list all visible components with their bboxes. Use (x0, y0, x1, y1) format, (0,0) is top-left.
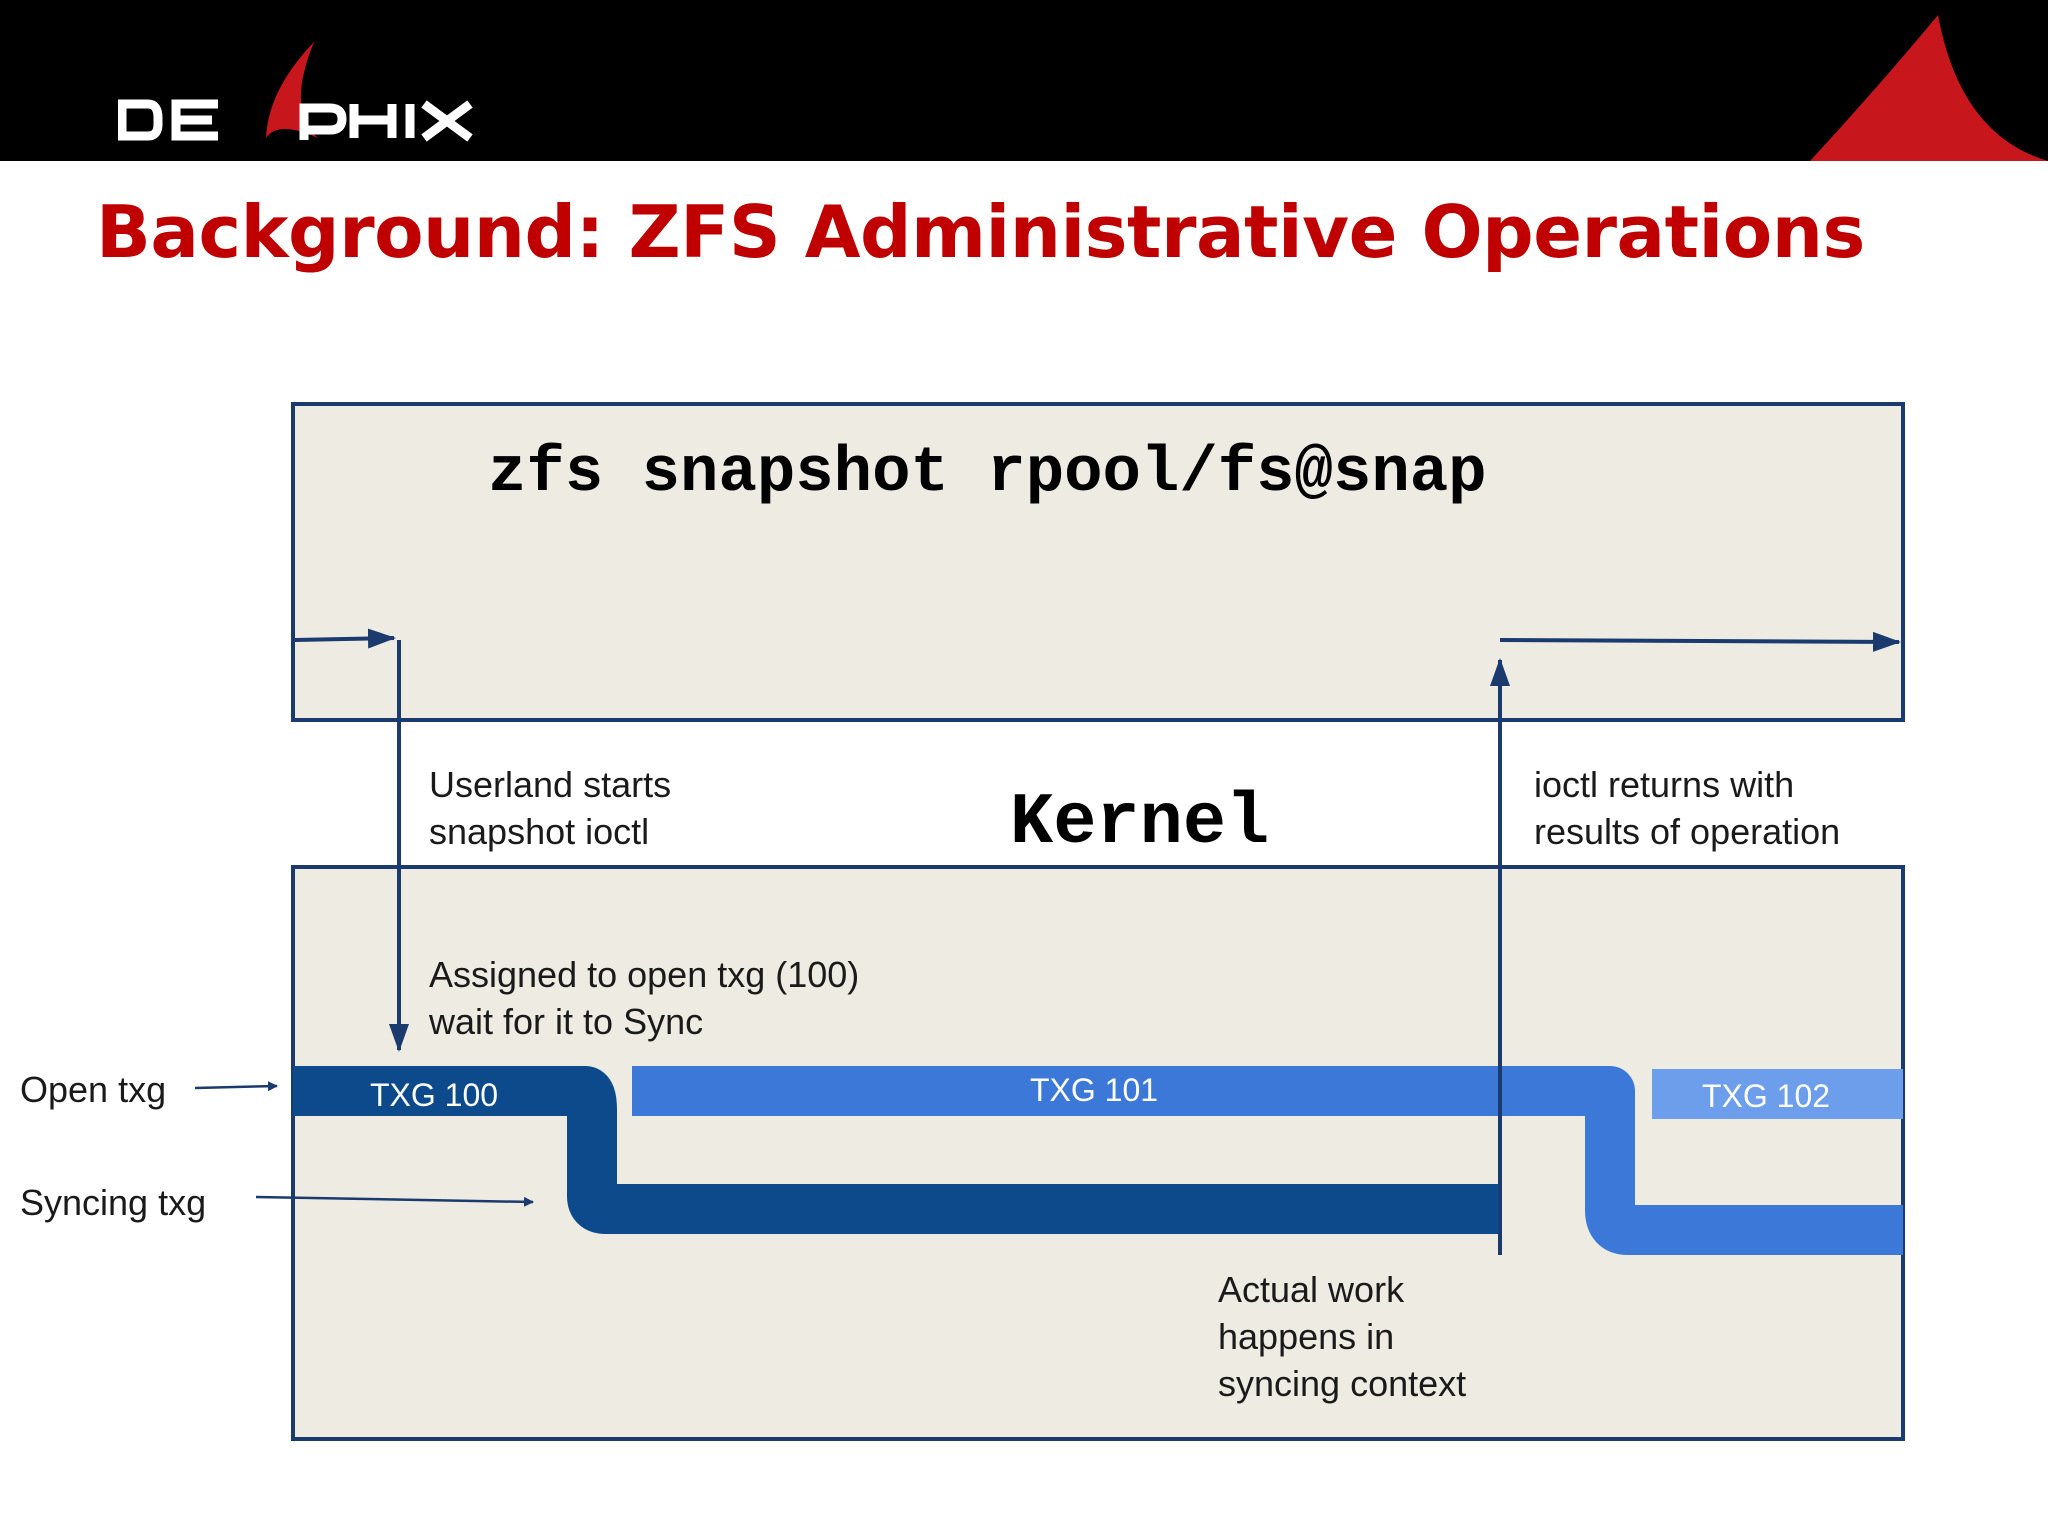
ioctl-returns-note: ioctl returns with results of operation (1534, 764, 1840, 852)
txg101-label: TXG 101 (1030, 1072, 1158, 1108)
txg100-track (293, 1066, 1500, 1234)
txg101-track (632, 1066, 1903, 1255)
header-bar (0, 0, 2048, 161)
kernel-label: Kernel (1010, 782, 1269, 864)
syncing-txg-arrow (255, 1195, 534, 1207)
return-out-arrow (1499, 631, 1901, 652)
entry-arrow (294, 628, 396, 649)
open-txg-label: Open txg (20, 1069, 166, 1110)
txg102-bar (1652, 1069, 1903, 1119)
kernel-panel (291, 865, 1905, 1441)
open-txg-arrow (194, 1081, 278, 1092)
command-text: zfs snapshot rpool/fs@snap (488, 438, 1487, 510)
userland-panel (291, 402, 1905, 722)
delphix-logo (118, 42, 473, 142)
assigned-note: Assigned to open txg (100) wait for it t… (428, 954, 869, 1042)
slide-title: Background: ZFS Administrative Operation… (96, 190, 1865, 274)
actual-work-note: Actual work happens in syncing context (1218, 1269, 1466, 1404)
userland-starts-note: Userland starts snapshot ioctl (429, 764, 681, 852)
txg102-label: TXG 102 (1702, 1078, 1830, 1114)
corner-swoosh (1810, 15, 2048, 161)
txg100-label: TXG 100 (370, 1077, 498, 1113)
syncing-txg-label: Syncing txg (20, 1182, 206, 1223)
